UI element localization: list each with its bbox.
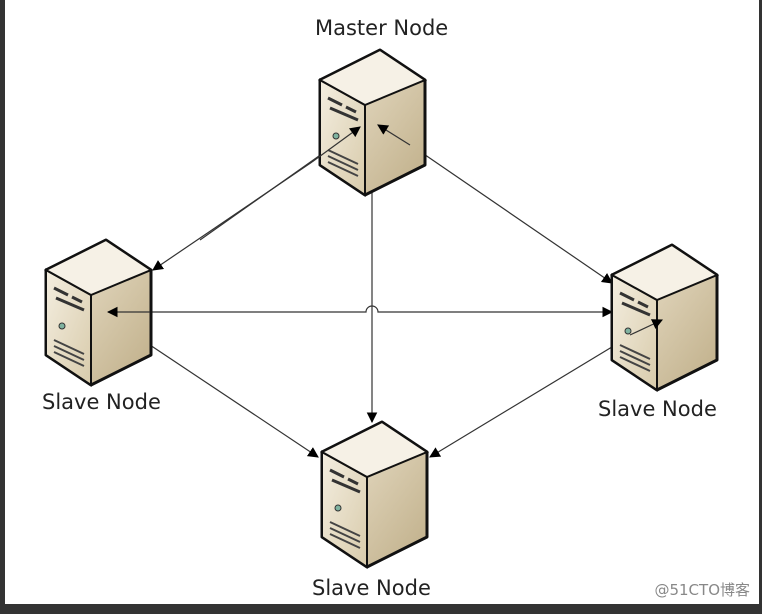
window-border-right <box>759 0 762 614</box>
slave-left-label: Slave Node <box>42 390 161 414</box>
window-border-bottom <box>0 604 762 614</box>
edge-left-bottom <box>149 344 319 458</box>
slave-bottom-server-icon <box>320 420 429 569</box>
edge-left-master-head <box>311 126 361 163</box>
edge-right-master-head <box>377 124 411 146</box>
slave-right-server-icon <box>610 243 719 392</box>
slave-right-label: Slave Node <box>598 397 717 421</box>
edge-left-right <box>106 305 614 318</box>
master-server-icon <box>318 48 427 197</box>
slave-bottom-label: Slave Node <box>312 576 431 600</box>
edge-right-bottom <box>429 329 641 458</box>
watermark: @51CTO博客 <box>654 581 750 599</box>
edge-right-head <box>629 319 663 336</box>
window-border-left <box>0 0 5 614</box>
master-node-label: Master Node <box>315 16 449 40</box>
